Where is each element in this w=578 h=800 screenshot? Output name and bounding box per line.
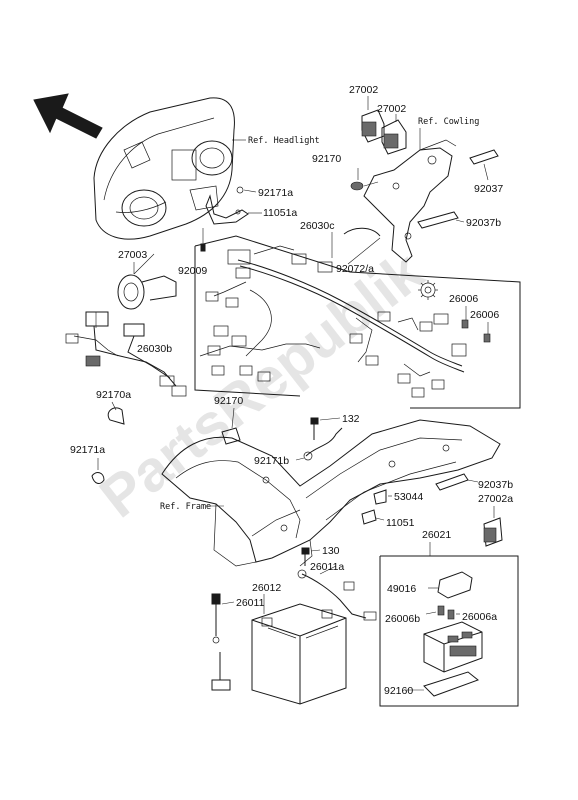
label-26011a: 26011a (310, 561, 344, 573)
harness-boundary (194, 235, 521, 409)
label-26030b: 26030b (137, 343, 172, 355)
label-27003: 27003 (118, 249, 147, 261)
label-92037b-mid: 92037b (478, 479, 513, 491)
label-53044: 53044 (394, 491, 423, 503)
fuse-cover-49016 (428, 571, 473, 599)
label-92171a-left: 92171a (70, 444, 105, 456)
label-27002-top: 27002 (349, 84, 378, 96)
screw-92170-top (350, 168, 379, 191)
main-harness-26030c (199, 232, 467, 398)
horn-27003 (117, 262, 177, 310)
front-arrow-icon (33, 93, 103, 139)
bracket-92160 (406, 671, 480, 697)
clamp-92037 (469, 149, 499, 181)
band-92037b-mid (435, 473, 479, 491)
label-92170a: 92170a (96, 389, 131, 401)
ref-frame-label: Ref. Frame (160, 502, 211, 512)
relay-27002-mid (381, 114, 407, 155)
fuse-box-group (379, 542, 519, 707)
clip-92171a (236, 186, 257, 194)
fuse-26006b (425, 605, 455, 620)
label-92160: 92160 (384, 685, 413, 697)
label-26006b: 26006b (385, 613, 420, 625)
label-26012: 26012 (252, 582, 281, 594)
bracket-11051a (205, 194, 262, 225)
ref-cowling-label: Ref. Cowling (418, 117, 479, 127)
label-49016: 49016 (387, 583, 416, 595)
band-92037b-top (417, 211, 465, 229)
clip-53044 (373, 489, 392, 505)
gear-icon (418, 280, 438, 300)
label-130: 130 (322, 545, 340, 557)
headlight-assembly (93, 97, 246, 240)
bolt-132 (310, 417, 341, 440)
relay-27002a (483, 506, 503, 547)
label-92171a-top: 92171a (258, 187, 293, 199)
clip-92170a (107, 401, 125, 425)
bracket-11051 (361, 509, 385, 525)
cable-26011 (211, 593, 235, 691)
label-26006-2: 26006 (470, 309, 499, 321)
cable-92171b (295, 427, 343, 461)
label-92037: 92037 (474, 183, 503, 195)
label-26011: 26011 (236, 597, 265, 609)
diode-26006-2 (483, 322, 491, 343)
bolt-130 (301, 547, 321, 566)
label-92009: 92009 (178, 265, 207, 277)
frame (161, 419, 501, 567)
label-92171b: 92171b (254, 455, 289, 467)
label-92170-mid: 92170 (214, 395, 243, 407)
sub-harness-26030b (65, 311, 187, 397)
label-26006: 26006 (449, 293, 478, 305)
label-11051a: 11051a (263, 207, 297, 219)
screw-92009 (200, 228, 206, 252)
battery-26012 (251, 594, 347, 705)
label-26006a: 26006a (462, 611, 497, 623)
label-92037b-top: 92037b (466, 217, 501, 229)
label-27002a: 27002a (478, 493, 513, 505)
clip-92171a-left (91, 458, 105, 484)
label-26021: 26021 (422, 529, 451, 541)
label-26030c: 26030c (300, 220, 334, 232)
diode-26006 (461, 306, 469, 329)
label-132: 132 (342, 413, 360, 425)
label-92072a: 92072/a (336, 263, 374, 275)
ref-headlight-label: Ref. Headlight (248, 136, 320, 146)
label-27002-mid: 27002 (377, 103, 406, 115)
band-92072a (343, 227, 381, 265)
label-92170-top: 92170 (312, 153, 341, 165)
clip-92170-mid (221, 407, 241, 445)
label-11051: 11051 (386, 517, 415, 529)
cable-26011a (297, 565, 377, 621)
relay-27002-top (361, 96, 385, 143)
cowling-bracket (363, 128, 457, 263)
watermark: PartsRepublik (88, 238, 436, 530)
fuse-box (423, 621, 483, 673)
